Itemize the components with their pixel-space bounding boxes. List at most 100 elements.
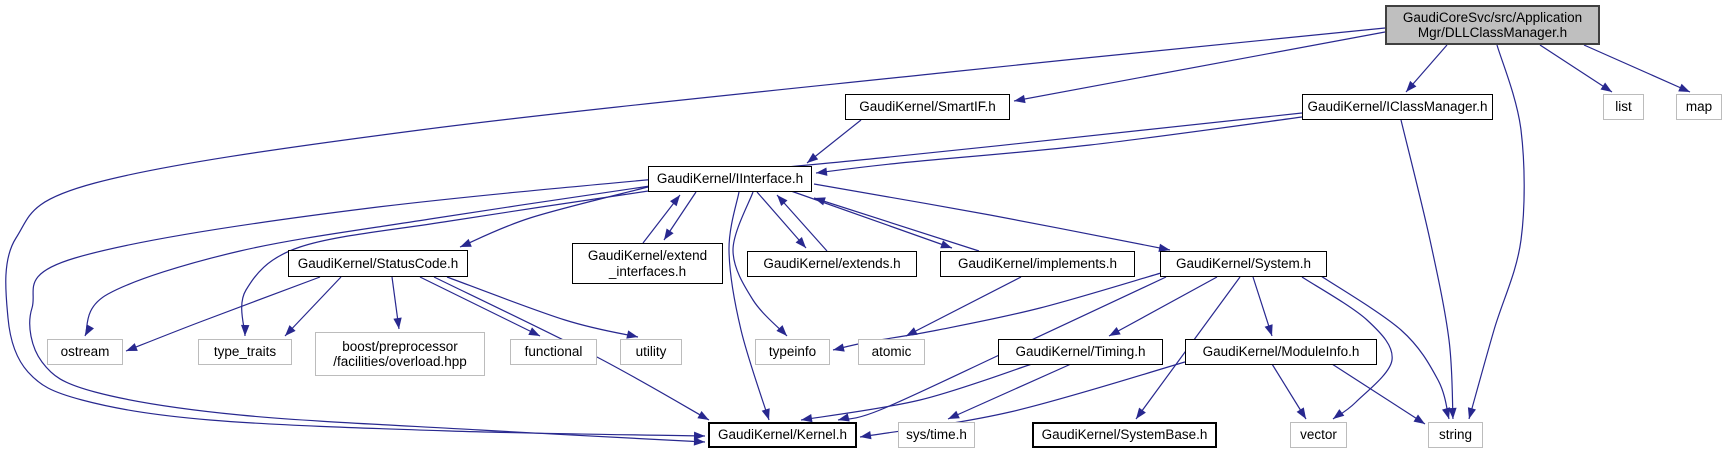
node-vector: vector — [1290, 422, 1347, 448]
node-systembase[interactable]: GaudiKernel/SystemBase.h — [1032, 422, 1217, 448]
node-moduleinfo[interactable]: GaudiKernel/ModuleInfo.h — [1185, 339, 1377, 365]
node-iinterface[interactable]: GaudiKernel/IInterface.h — [648, 166, 812, 192]
node-label: GaudiKernel/Timing.h — [1015, 344, 1146, 360]
edge-iinterface-ostream — [84, 185, 651, 337]
node-label: typeinfo — [768, 344, 817, 360]
edge-dllclassmanager-iclassmanager — [1405, 44, 1448, 93]
arrowhead — [833, 343, 845, 352]
edge-statuscode-boostoverload — [391, 276, 402, 330]
node-label: sys/time.h — [906, 427, 967, 443]
node-functional: functional — [510, 339, 597, 365]
edge-statuscode-typetraits — [284, 276, 342, 337]
node-label: map — [1685, 99, 1713, 115]
arrowhead — [693, 431, 705, 440]
arrowhead — [1158, 243, 1170, 252]
node-label: GaudiKernel/Kernel.h — [717, 427, 848, 443]
node-label: type_traits — [213, 344, 277, 360]
arrowhead — [1413, 414, 1425, 424]
node-string: string — [1428, 422, 1483, 448]
arrowhead — [1109, 327, 1121, 336]
edge-system-moduleinfo — [1252, 276, 1273, 337]
node-label: utility — [635, 344, 667, 360]
arrowhead — [285, 325, 296, 336]
arrowhead — [795, 237, 806, 248]
arrowhead — [1296, 407, 1306, 419]
arrowhead — [1264, 324, 1273, 336]
edge-moduleinfo-string — [1331, 363, 1426, 425]
node-label: GaudiKernel/SmartIF.h — [859, 99, 996, 115]
node-label: GaudiKernel/System.h — [1175, 256, 1312, 272]
node-iclassmanager[interactable]: GaudiKernel/IClassManager.h — [1302, 94, 1493, 120]
edge-dllclassmanager-kernel — [5, 27, 1386, 440]
node-label: list — [1615, 99, 1632, 115]
edge-system-kernel — [837, 276, 1167, 422]
node-map: map — [1676, 94, 1722, 120]
node-timing[interactable]: GaudiKernel/Timing.h — [998, 339, 1163, 365]
arrowhead — [1333, 409, 1345, 419]
arrowhead — [670, 195, 680, 207]
node-atomic: atomic — [858, 339, 925, 365]
node-label: atomic — [871, 344, 912, 360]
node-extends[interactable]: GaudiKernel/extends.h — [747, 251, 917, 277]
node-label: functional — [524, 344, 583, 360]
node-implements[interactable]: GaudiKernel/implements.h — [940, 251, 1135, 277]
arrowhead — [85, 324, 94, 336]
node-extint[interactable]: GaudiKernel/extend _interfaces.h — [572, 243, 723, 284]
arrowhead — [126, 343, 138, 351]
node-utility: utility — [620, 339, 682, 365]
arrowhead — [838, 413, 850, 422]
arrowhead — [1136, 407, 1146, 419]
arrowhead — [814, 197, 826, 206]
arrowhead — [1467, 407, 1476, 419]
arrowhead — [1014, 94, 1026, 104]
node-systime: sys/time.h — [898, 422, 975, 448]
edge-extends-iinterface — [776, 194, 828, 252]
arrowhead — [1678, 83, 1690, 92]
arrowhead — [393, 317, 402, 329]
edge-iclassmanager-iinterface — [815, 116, 1303, 176]
arrowhead — [664, 228, 674, 240]
node-label: GaudiKernel/extends.h — [763, 256, 901, 272]
edge-dllclassmanager-string — [1467, 44, 1525, 420]
edge-system-timing — [1108, 276, 1218, 337]
node-smartif[interactable]: GaudiKernel/SmartIF.h — [845, 94, 1010, 120]
edge-iinterface-statuscode — [459, 186, 649, 248]
node-dllclassmanager: GaudiCoreSvc/src/Application Mgr/DLLClas… — [1385, 5, 1600, 45]
node-system[interactable]: GaudiKernel/System.h — [1160, 251, 1327, 277]
node-label: boost/preprocessor /facilities/overload.… — [333, 338, 467, 369]
arrowhead — [697, 411, 709, 420]
node-label: string — [1438, 427, 1472, 443]
node-label: GaudiKernel/IInterface.h — [656, 171, 804, 187]
node-label: GaudiCoreSvc/src/Application Mgr/DLLClas… — [1402, 9, 1583, 40]
edge-iinterface-extint — [663, 191, 697, 241]
edge-timing-systime — [947, 363, 1072, 420]
node-boostoverload: boost/preprocessor /facilities/overload.… — [315, 332, 485, 376]
edge-iinterface-implements — [790, 190, 953, 249]
node-kernel[interactable]: GaudiKernel/Kernel.h — [708, 422, 857, 448]
node-label: GaudiKernel/implements.h — [957, 256, 1118, 272]
edge-dllclassmanager-smartif — [1013, 31, 1386, 104]
edge-iinterface-kernel — [728, 191, 770, 421]
node-label: GaudiKernel/IClassManager.h — [1307, 99, 1488, 115]
arrowhead — [940, 240, 952, 249]
edge-iclassmanager-kernel — [29, 112, 1303, 446]
arrowhead — [776, 325, 787, 336]
edge-implements-atomic — [905, 276, 1022, 337]
edge-moduleinfo-vector — [1271, 363, 1307, 420]
edge-statuscode-functional — [419, 276, 541, 337]
arrowhead — [626, 330, 638, 339]
node-label: GaudiKernel/SystemBase.h — [1041, 427, 1208, 443]
arrowhead — [1448, 407, 1457, 419]
node-ostream: ostream — [47, 339, 123, 365]
node-label: GaudiKernel/extend _interfaces.h — [587, 248, 708, 279]
edge-dllclassmanager-map — [1583, 44, 1691, 93]
edge-timing-kernel — [800, 363, 1033, 423]
arrowhead — [948, 410, 960, 419]
edge-system-string — [1320, 275, 1451, 420]
arrowhead — [860, 431, 872, 440]
edge-statuscode-utility — [446, 276, 639, 339]
arrowhead — [807, 152, 819, 163]
arrowhead — [777, 195, 788, 206]
node-statuscode[interactable]: GaudiKernel/StatusCode.h — [288, 250, 468, 277]
